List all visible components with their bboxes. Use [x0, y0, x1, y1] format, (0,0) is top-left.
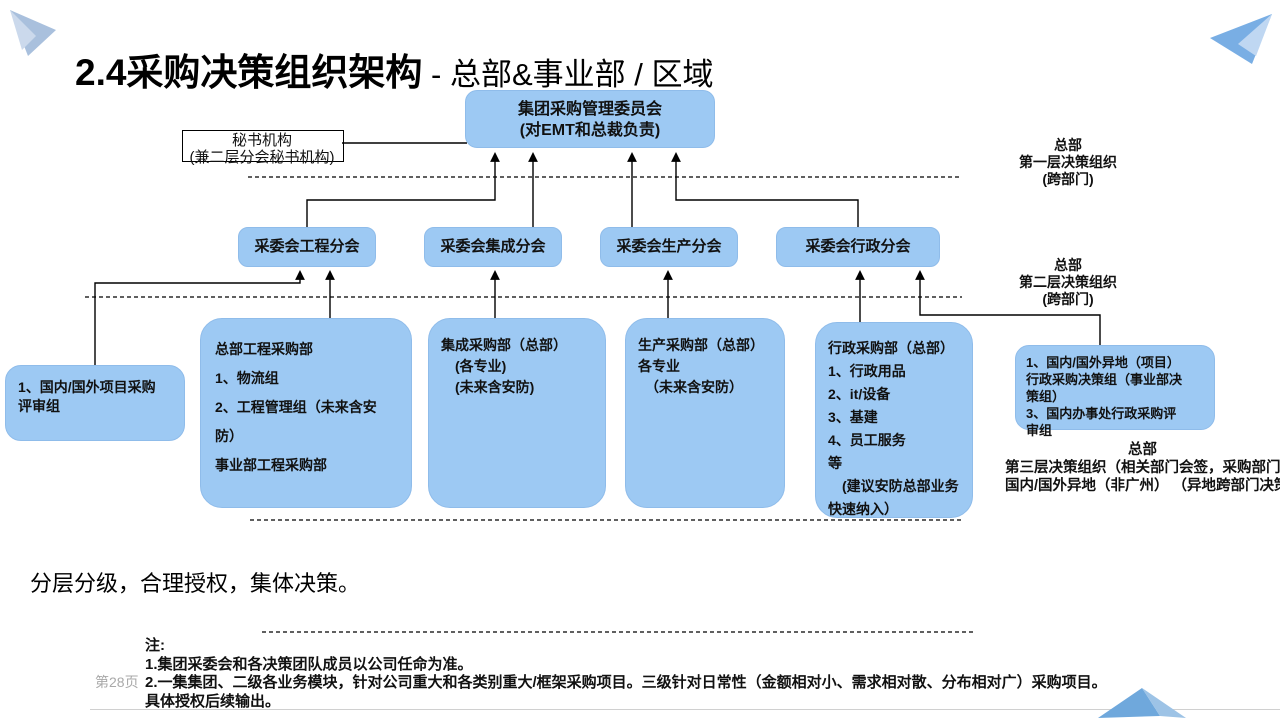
text-line: （未来含安防）	[638, 379, 743, 395]
secretary-box-border	[182, 130, 344, 162]
dept-box-integration: 集成采购部（总部） (各专业) (未来含安防)	[428, 318, 606, 508]
committee-box-engineering: 采委会工程分会	[238, 227, 376, 267]
text-line: 2、工程管理组（未来含安	[215, 399, 377, 415]
secretary-box-label: 秘书机构(兼二层分会秘书机构)	[162, 132, 362, 166]
text-line: (未来含安防)	[441, 379, 535, 395]
text-line: 国内/国外异地（非广州） （异地跨部门决策	[1005, 478, 1280, 494]
level3-label-lines: 第三层决策组织（相关部门会签，采购部门决国内/国外异地（非广州） （异地跨部门决…	[1005, 459, 1280, 495]
text-line: 第三层决策组织（相关部门会签，采购部门决	[1005, 460, 1280, 476]
paper-plane-icon-bottom	[1098, 688, 1186, 718]
org-box-group-procurement-committee: 集团采购管理委员会 (对EMT和总裁负责)	[465, 90, 715, 148]
text-line: 秘书机构	[231, 132, 292, 149]
text-line: 防）	[215, 428, 243, 444]
committee-box-integration: 采委会集成分会	[424, 227, 562, 267]
text-line: 快速纳入）	[828, 501, 898, 517]
text-line: 1.集团采委会和各决策团队成员以公司任命为准。	[145, 655, 473, 673]
text-line: 4、员工服务	[828, 432, 906, 448]
text-line: (跨部门)	[1042, 171, 1094, 187]
paper-plane-icon-top-left	[10, 10, 56, 56]
title-main: 2.4采购决策组织架构	[75, 52, 423, 93]
text-line: (跨部门)	[1042, 291, 1094, 307]
text-line: (建议安防总部业务	[828, 478, 959, 494]
text-line: 总部工程采购部	[215, 341, 313, 357]
notes-block: 注:1.集团采委会和各决策团队成员以公司任命为准。2.一集集团、二级各业务模块，…	[145, 637, 1107, 711]
dept-box-project-review: 1、国内/国外项目采购评审组	[5, 365, 185, 441]
level1-label: 总部第一层决策组织(跨部门)	[998, 137, 1138, 188]
text-line: 2、it/设备	[828, 386, 891, 402]
text-line: 1、物流组	[215, 370, 279, 386]
level3-label-title: 总部	[1128, 442, 1157, 458]
text-line: 集团采购管理委员会	[517, 101, 662, 118]
text-line: 各专业	[638, 358, 680, 374]
committee-box-admin: 采委会行政分会	[776, 227, 940, 267]
dept-box-admin-regional: 1、国内/国外异地（项目） 行政采购决策组（事业部决策组） 3、国内办事处行政采购评…	[1015, 345, 1215, 438]
text-line: 等	[828, 455, 842, 471]
text-line: 注:	[145, 637, 165, 654]
text-line: 行政采购决策组（事业部决	[1026, 372, 1183, 387]
text-line: 3、基建	[828, 409, 878, 425]
dept-box-production: 生产采购部（总部） 各专业 （未来含安防）	[625, 318, 785, 508]
text-line: 审组	[1026, 423, 1053, 438]
text-line: 第二层决策组织	[1019, 274, 1117, 290]
committee-box-production: 采委会生产分会	[600, 227, 738, 267]
text-line: (各专业)	[441, 358, 507, 374]
level3-label: 总部 第三层决策组织（相关部门会签，采购部门决国内/国外异地（非广州） （异地跨…	[1005, 441, 1280, 495]
text-line: 事业部工程采购部	[215, 457, 327, 473]
text-line: 第一层决策组织	[1019, 154, 1117, 170]
text-line: 1、国内/国外项目采购	[18, 379, 156, 395]
text-line: 评审组	[18, 398, 60, 414]
text-line: 3、国内办事处行政采购评	[1026, 406, 1177, 421]
text-line: 1、行政用品	[828, 363, 906, 379]
paper-plane-icon-top-right	[1210, 14, 1272, 64]
text-line: (兼二层分会秘书机构)	[189, 149, 335, 166]
text-line: (对EMT和总裁负责)	[519, 122, 661, 139]
text-line: 行政采购部（总部）	[828, 340, 954, 356]
text-line: 具体授权后续输出。	[145, 692, 281, 710]
level2-label: 总部第二层决策组织(跨部门)	[998, 257, 1138, 308]
text-line: 1、国内/国外异地（项目）	[1026, 355, 1180, 370]
slogan-text: 分层分级，合理授权，集体决策。	[30, 571, 361, 596]
text-line: 总部	[1054, 257, 1082, 273]
dept-box-admin: 行政采购部（总部） 1、行政用品 2、it/设备 3、基建 4、员工服务等 (建议安防总…	[815, 322, 973, 518]
dept-box-engineering: 总部工程采购部 1、物流组 2、工程管理组（未来含安防） 事业部工程采购部	[200, 318, 412, 508]
page-title: 2.4采购决策组织架构 - 总部&事业部 / 区域	[75, 42, 714, 96]
text-line: 生产采购部（总部）	[638, 337, 764, 353]
title-sub: - 总部&事业部 / 区域	[422, 57, 714, 92]
text-line: 策组）	[1026, 389, 1066, 404]
text-line: 2.一集集团、二级各业务模块，针对公司重大和各类别重大/框架采购项目。三级针对日…	[145, 674, 1107, 691]
text-line: 总部	[1054, 137, 1082, 153]
footer-divider-line	[90, 709, 1280, 710]
text-line: 集成采购部（总部）	[441, 337, 567, 353]
connector-admin-committee-to-top	[671, 152, 859, 227]
page-number: 第28页	[95, 674, 139, 690]
